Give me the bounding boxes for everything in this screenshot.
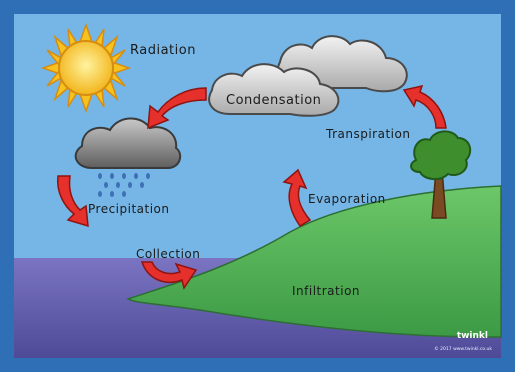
arrow-condensation-to-cloud bbox=[147, 87, 207, 130]
label-collection: Collection bbox=[136, 247, 200, 261]
sun-icon bbox=[40, 22, 132, 114]
brand-logo: twinkl bbox=[457, 331, 488, 341]
arrow-collection bbox=[140, 261, 198, 290]
arrow-transpiration bbox=[402, 84, 447, 129]
label-condensation: Condensation bbox=[226, 93, 321, 108]
label-transpiration: Transpiration bbox=[325, 127, 410, 141]
land-hill bbox=[126, 185, 502, 338]
label-precipitation: Precipitation bbox=[88, 202, 170, 216]
label-radiation: Radiation bbox=[130, 43, 196, 58]
rain-cloud-icon bbox=[74, 117, 182, 169]
tree-icon bbox=[410, 130, 472, 219]
arrow-evaporation bbox=[282, 168, 312, 227]
label-infiltration: Infiltration bbox=[292, 284, 360, 298]
brand-copyright: © 2017 www.twinkl.co.uk bbox=[434, 345, 492, 352]
label-evaporation: Evaporation bbox=[308, 192, 386, 206]
arrow-precipitation bbox=[56, 175, 89, 228]
cycle-arrows bbox=[56, 84, 447, 290]
condensation-cloud-icon bbox=[208, 35, 408, 117]
rain-drops-icon bbox=[98, 173, 150, 197]
